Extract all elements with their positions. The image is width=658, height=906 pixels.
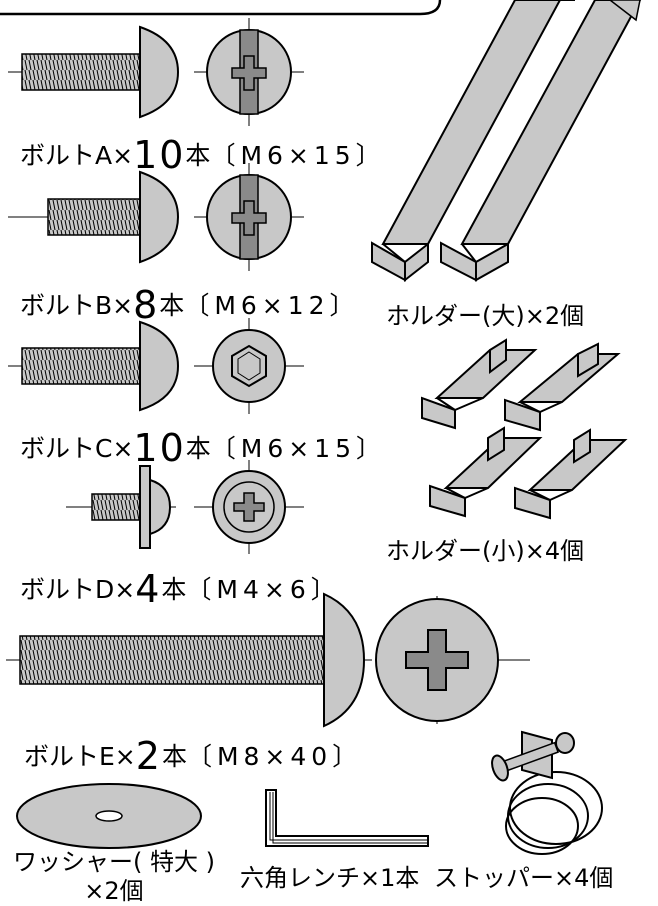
bolt-a-times: × <box>112 141 134 170</box>
bolt-b-label: ボルトB×8本〔M6×12〕 <box>20 282 360 324</box>
washer-large <box>16 783 202 849</box>
bolt-d-name: ボルトD <box>20 575 115 604</box>
bolt-b-name: ボルトB <box>20 291 113 320</box>
bolt-c-head-view <box>194 318 304 414</box>
washer-label: ワッシャー( 特大 ) ×2個 <box>4 848 224 906</box>
bolt-b-times: × <box>112 291 134 320</box>
bolt-e-name: ボルトE <box>24 742 115 771</box>
holder-small-label: ホルダー(小)×4個 <box>386 537 585 565</box>
bolt-c-qty: 10 <box>133 426 186 470</box>
washer-label-line2: ×2個 <box>84 876 144 905</box>
bolt-a-qty: 10 <box>133 133 186 177</box>
bolt-b-qty: 8 <box>133 283 160 327</box>
bolt-e-head-view <box>375 596 530 724</box>
stopper-label: ストッパー×4個 <box>434 864 614 892</box>
bolt-e-unit: 本 <box>161 742 187 771</box>
bolt-e-side-view <box>6 592 372 728</box>
bolt-c-name: ボルトC <box>20 434 113 463</box>
washer-label-line1: ワッシャー( 特大 ) <box>13 848 215 876</box>
bolt-a-label: ボルトA×10本〔M6×15〕 <box>20 132 386 174</box>
bolt-a-head-view <box>194 18 304 126</box>
holder-large-1 <box>371 0 575 283</box>
bolt-b-unit: 本 <box>159 291 185 320</box>
bolt-d-times: × <box>114 575 136 604</box>
bolt-e-label: ボルトE×2本〔M8×40〕 <box>24 733 363 775</box>
bolt-c-times: × <box>112 434 134 463</box>
bolt-e-spec: 〔M8×40〕 <box>186 742 363 771</box>
holder-large-2 <box>440 0 642 282</box>
bolt-a-spec: 〔M6×15〕 <box>210 141 386 170</box>
frame-edge <box>0 0 442 16</box>
holder-small-3 <box>429 426 543 518</box>
bolt-c-unit: 本 <box>185 434 211 463</box>
bolt-a-side-view <box>8 25 180 119</box>
bolt-c-side-view <box>8 320 180 412</box>
bolt-a-name: ボルトA <box>20 141 113 170</box>
bolt-d-head-view <box>194 460 304 554</box>
bolt-d-label: ボルトD×4本〔M4×6〕 <box>20 566 341 608</box>
holder-small-1 <box>421 338 538 430</box>
bolt-d-qty: 4 <box>135 567 162 611</box>
bolt-a-unit: 本 <box>185 141 211 170</box>
hex-wrench-label: 六角レンチ×1本 <box>240 864 420 892</box>
bolt-c-label: ボルトC×10本〔M6×15〕 <box>20 425 387 467</box>
bolt-c-spec: 〔M6×15〕 <box>210 434 387 463</box>
bolt-d-spec: 〔M4×6〕 <box>186 575 341 604</box>
bolt-e-times: × <box>114 742 136 771</box>
bolt-d-unit: 本 <box>161 575 187 604</box>
holder-small-2 <box>504 342 621 432</box>
bolt-b-side-view <box>8 170 180 264</box>
bolt-e-qty: 2 <box>135 734 162 778</box>
stopper-clamp <box>491 730 603 855</box>
hex-wrench <box>265 789 429 847</box>
bolt-b-spec: 〔M6×12〕 <box>184 291 360 320</box>
bolt-d-side-view <box>66 465 176 549</box>
bolt-b-head-view <box>194 163 304 271</box>
holder-large-label: ホルダー(大)×2個 <box>386 302 585 330</box>
holder-small-4 <box>514 428 628 520</box>
